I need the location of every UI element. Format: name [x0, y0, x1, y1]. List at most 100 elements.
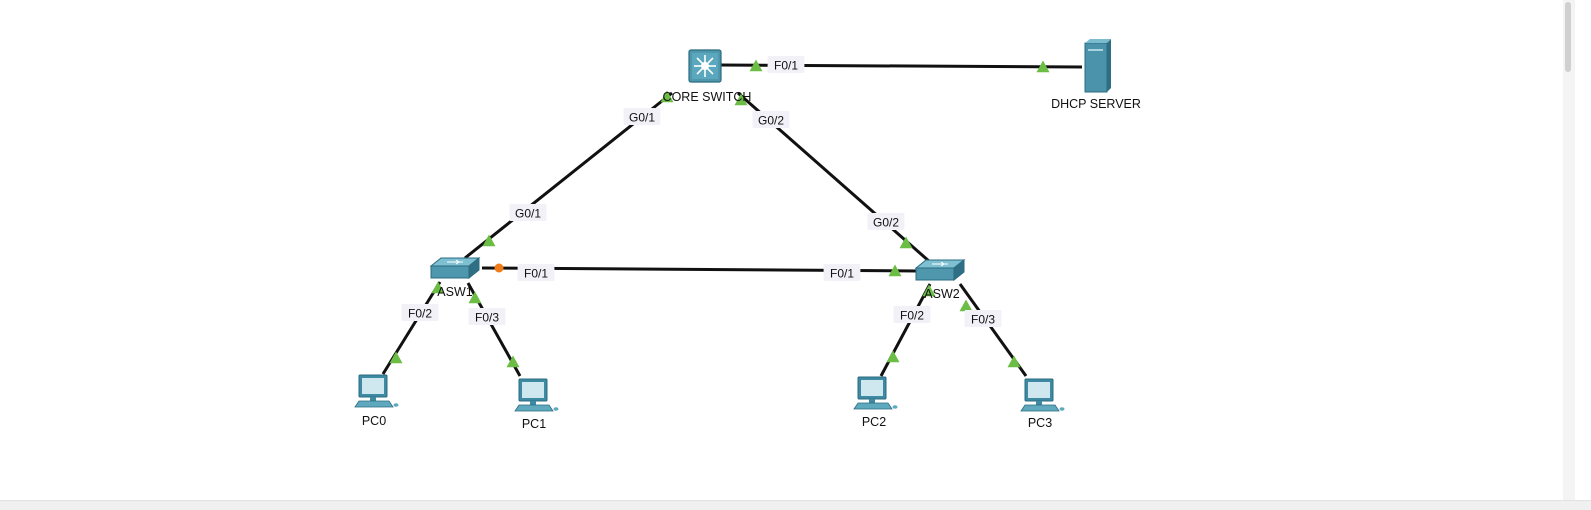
- port-label: G0/1: [509, 204, 547, 221]
- device-name-asw1: ASW1: [437, 285, 472, 299]
- core-asw2-b-link-up-indicator: [899, 236, 913, 249]
- port-label: F0/2: [893, 306, 931, 323]
- port-label-bg: [964, 310, 1002, 327]
- port-label: G0/2: [867, 213, 905, 230]
- device-pc2[interactable]: [853, 376, 898, 410]
- pc-keyboard: [354, 400, 394, 408]
- port-label-text: G0/2: [758, 114, 784, 128]
- pc-stand: [869, 399, 875, 403]
- server-slot: [1088, 49, 1103, 51]
- port-label-text: G0/1: [515, 207, 541, 221]
- core-dhcp-a-link-up-indicator: [749, 59, 763, 72]
- asw2-pc3-b-link-up-indicator: [1007, 355, 1021, 368]
- core-dhcp-b-link-up-indicator: [1036, 60, 1050, 73]
- device-name-asw2: ASW2: [924, 287, 959, 301]
- switch-side: [953, 258, 965, 282]
- port-label-bg: [509, 204, 547, 221]
- port-label-bg: [468, 308, 506, 325]
- pc-stand: [530, 401, 536, 405]
- pc-icon: [514, 378, 559, 412]
- port-label: F0/2: [401, 304, 439, 321]
- port-label: F0/3: [964, 310, 1002, 327]
- port-label: F0/1: [767, 56, 805, 73]
- device-asw2[interactable]: [914, 258, 966, 282]
- port-label-bg: [767, 56, 805, 73]
- port-label-text: F0/2: [900, 309, 924, 323]
- port-label-bg: [823, 264, 861, 281]
- pc-screen: [1028, 382, 1050, 398]
- port-label-bg: [893, 306, 931, 323]
- pc-mouse: [393, 403, 399, 407]
- switch-hub: [701, 62, 709, 70]
- device-asw1[interactable]: [429, 256, 481, 280]
- asw2-pc2-a-link-up-indicator: [922, 284, 936, 297]
- port-label: G0/2: [752, 111, 790, 128]
- server-top: [1085, 39, 1111, 43]
- asw1-asw2-b-link-up-indicator: [888, 264, 902, 277]
- device-pc3[interactable]: [1020, 378, 1065, 412]
- asw1-asw2-a-blocking-indicator: [494, 263, 504, 273]
- core-asw1-b-link-up-indicator: [482, 234, 496, 247]
- port-label: F0/1: [517, 264, 555, 281]
- device-name-pc1: PC1: [522, 417, 546, 431]
- port-label: G0/1: [623, 108, 661, 125]
- asw1-pc0-a-link-up-indicator: [431, 281, 445, 294]
- asw1-pc1-b-link-up-indicator: [506, 355, 520, 368]
- device-name-pc0: PC0: [362, 414, 386, 428]
- pc-stand: [370, 397, 376, 401]
- pc-keyboard: [1020, 404, 1060, 412]
- pc-icon: [354, 374, 399, 408]
- switch-icon: [914, 258, 966, 282]
- switch-side: [468, 256, 480, 280]
- pc-icon: [853, 376, 898, 410]
- port-label-text: F0/1: [774, 59, 798, 73]
- pc-mouse: [892, 405, 898, 409]
- switch-front: [915, 267, 955, 281]
- core-asw2-a-link-up-indicator: [734, 93, 748, 106]
- port-label-bg: [867, 213, 905, 230]
- device-pc0[interactable]: [354, 374, 399, 408]
- pc-icon: [1020, 378, 1065, 412]
- device-core[interactable]: [688, 49, 722, 83]
- port-label-text: G0/1: [629, 111, 655, 125]
- port-label-bg: [517, 264, 555, 281]
- device-dhcp[interactable]: [1084, 39, 1111, 93]
- port-label-text: G0/2: [873, 216, 899, 230]
- port-label-text: F0/1: [524, 267, 548, 281]
- port-label: F0/1: [823, 264, 861, 281]
- switch-icon: [429, 256, 481, 280]
- port-label: F0/3: [468, 308, 506, 325]
- port-label-bg: [623, 108, 661, 125]
- pc-screen: [522, 382, 544, 398]
- asw2-pc3-a-link-up-indicator: [959, 299, 973, 312]
- device-name-pc2: PC2: [862, 415, 886, 429]
- vertical-scrollbar[interactable]: [1563, 0, 1575, 500]
- server-side: [1107, 39, 1111, 92]
- pc-keyboard: [514, 404, 554, 412]
- pc-screen: [861, 380, 883, 396]
- pc-stand: [1036, 401, 1042, 405]
- port-label-text: F0/3: [971, 313, 995, 327]
- pc-keyboard: [853, 402, 893, 410]
- asw2-pc2-b-link-up-indicator: [886, 350, 900, 363]
- bottom-divider: [0, 500, 1591, 510]
- switch-front: [430, 265, 470, 279]
- port-label-text: F0/2: [408, 307, 432, 321]
- switch-arrows: [447, 259, 463, 265]
- pc-screen: [362, 378, 384, 394]
- device-name-pc3: PC3: [1028, 416, 1052, 430]
- device-name-dhcp: DHCP SERVER: [1051, 97, 1141, 111]
- device-name-core: CORE SWITCH: [663, 90, 752, 104]
- switch-arrows: [932, 261, 948, 267]
- scrollbar-thumb[interactable]: [1565, 2, 1571, 72]
- port-label-text: F0/1: [830, 267, 854, 281]
- multilayer-switch-icon: [688, 49, 722, 83]
- pc-mouse: [553, 407, 559, 411]
- server-icon: [1084, 39, 1111, 93]
- core-asw1-a-link-up-indicator: [660, 90, 674, 103]
- asw1-pc0-b-link-up-indicator: [389, 351, 403, 364]
- port-label-bg: [752, 111, 790, 128]
- device-pc1[interactable]: [514, 378, 559, 412]
